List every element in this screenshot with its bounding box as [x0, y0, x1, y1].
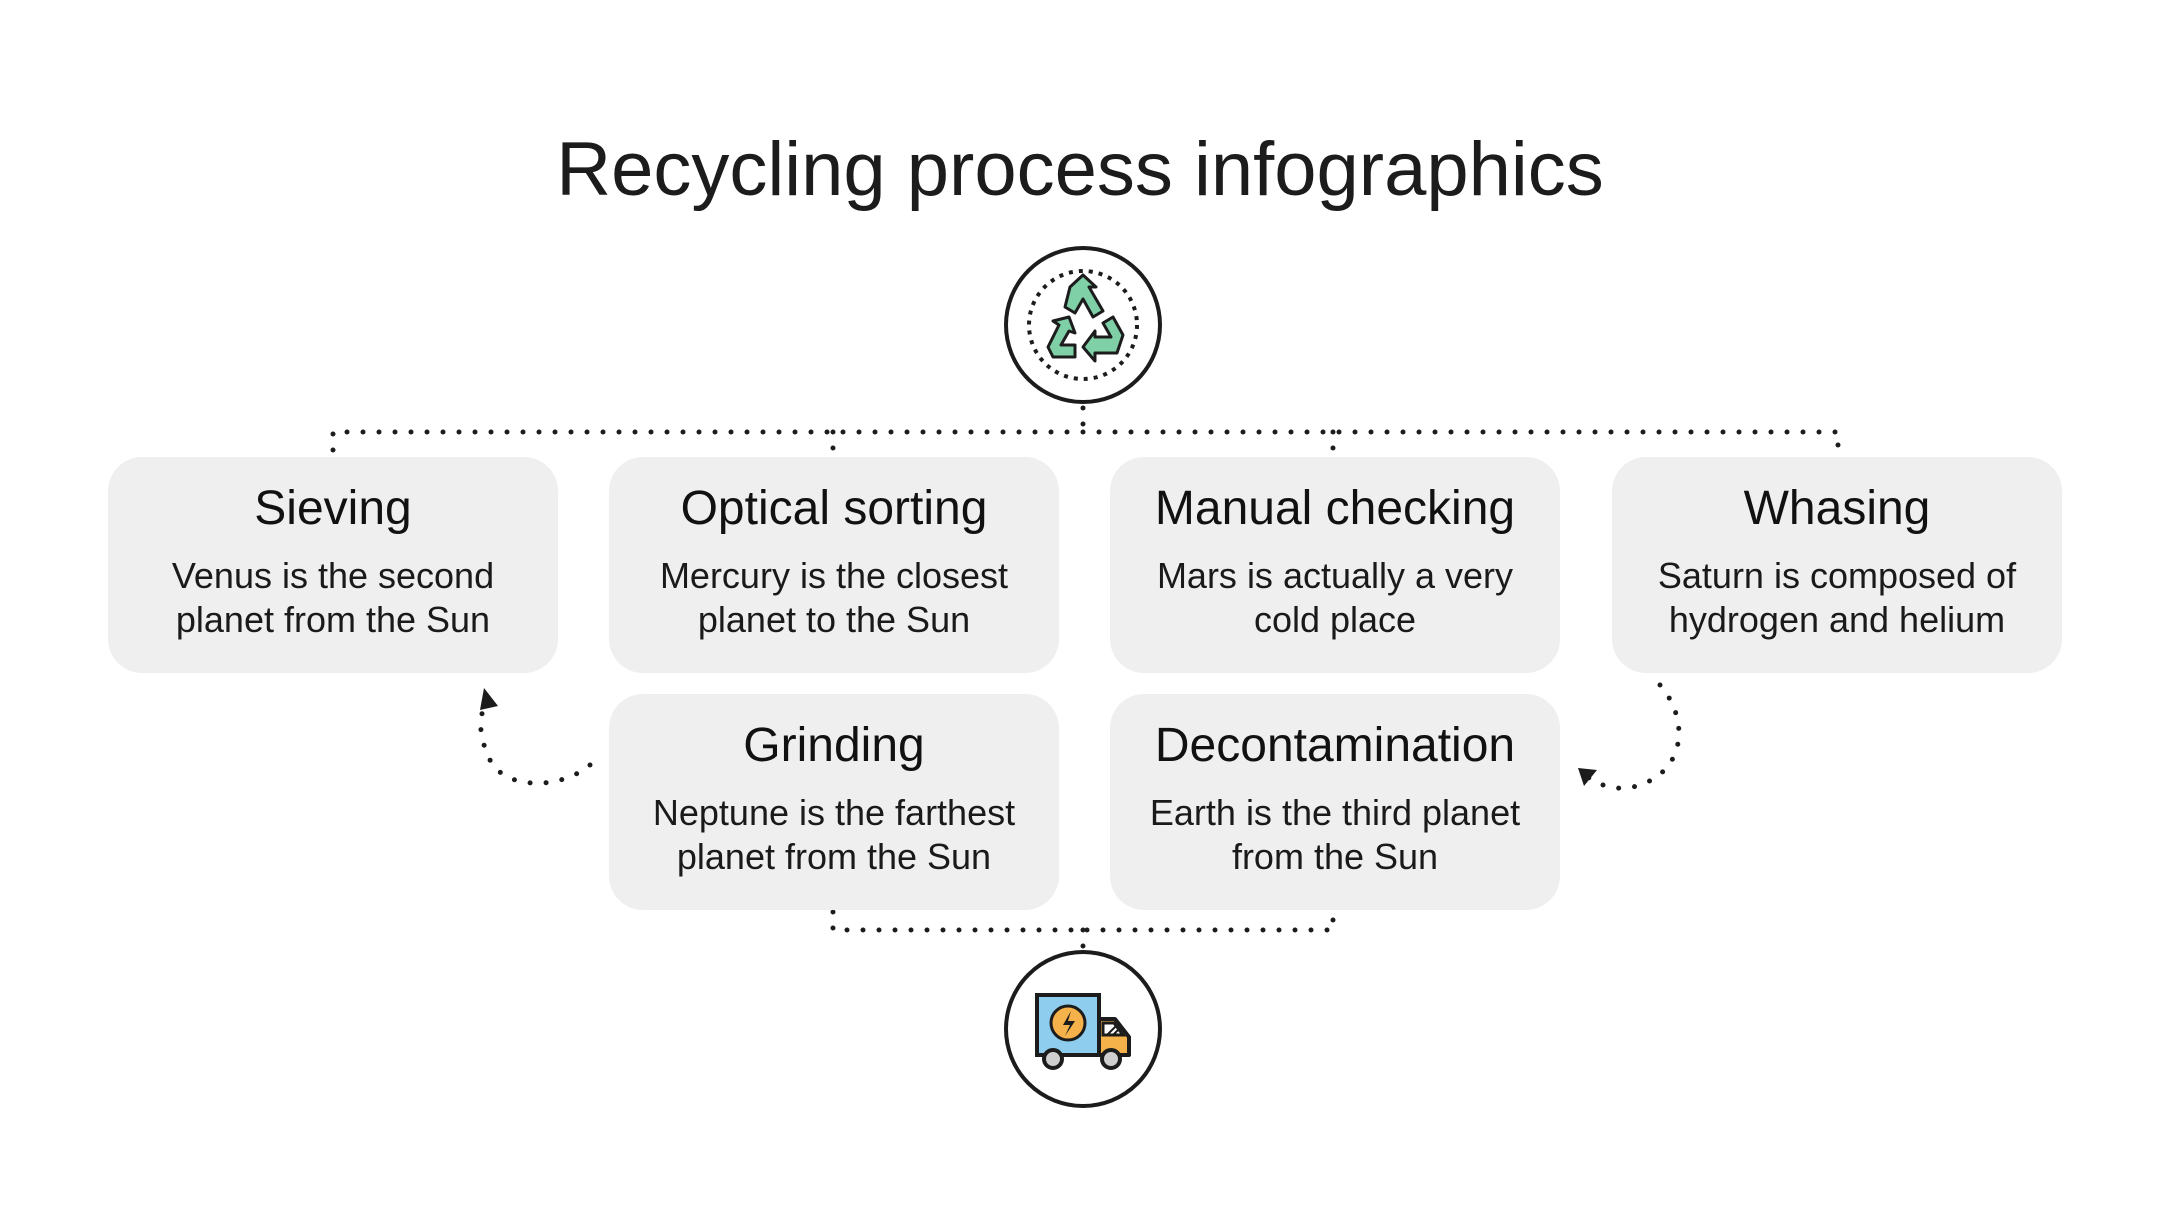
step-title: Whasing — [1743, 482, 1931, 535]
right-curved-arrow — [1582, 682, 1682, 791]
step-description: Earth is the third planet from the Sun — [1149, 792, 1521, 878]
step-card-whasing: Whasing Saturn is composed of hydrogen a… — [1612, 457, 2062, 673]
step-card-grinding: Grinding Neptune is the farthest planet … — [609, 694, 1059, 910]
step-title: Sieving — [254, 482, 412, 535]
step-card-optical-sorting: Optical sorting Mercury is the closest p… — [609, 457, 1059, 673]
step-title: Decontamination — [1154, 719, 1516, 772]
step-title: Optical sorting — [680, 482, 988, 535]
step-title: Grinding — [743, 719, 925, 772]
step-card-manual-checking: Manual checking Mars is actually a very … — [1110, 457, 1560, 673]
recycle-icon — [1027, 269, 1139, 381]
step-card-decontamination: Decontamination Earth is the third plane… — [1110, 694, 1560, 910]
recycle-icon-circle — [1004, 246, 1162, 404]
step-title: Manual checking — [1154, 482, 1516, 535]
step-description: Mars is actually a very cold place — [1156, 555, 1514, 641]
step-card-sieving: Sieving Venus is the second planet from … — [108, 457, 558, 673]
step-description: Saturn is composed of hydrogen and heliu… — [1657, 555, 2017, 641]
left-arrow-head — [480, 688, 498, 710]
page-title: Recycling process infographics — [556, 127, 1604, 212]
right-arrow-head — [1578, 768, 1597, 786]
step-description: Venus is the second planet from the Sun — [171, 555, 495, 641]
truck-icon-circle — [1004, 950, 1162, 1108]
step-description: Neptune is the farthest planet from the … — [652, 792, 1016, 878]
left-curved-arrow — [478, 697, 593, 786]
electric-truck-icon — [1035, 993, 1131, 1070]
top-connector-bus — [330, 429, 1841, 453]
bottom-connector-bus — [830, 909, 1336, 933]
step-description: Mercury is the closest planet to the Sun — [659, 555, 1009, 641]
